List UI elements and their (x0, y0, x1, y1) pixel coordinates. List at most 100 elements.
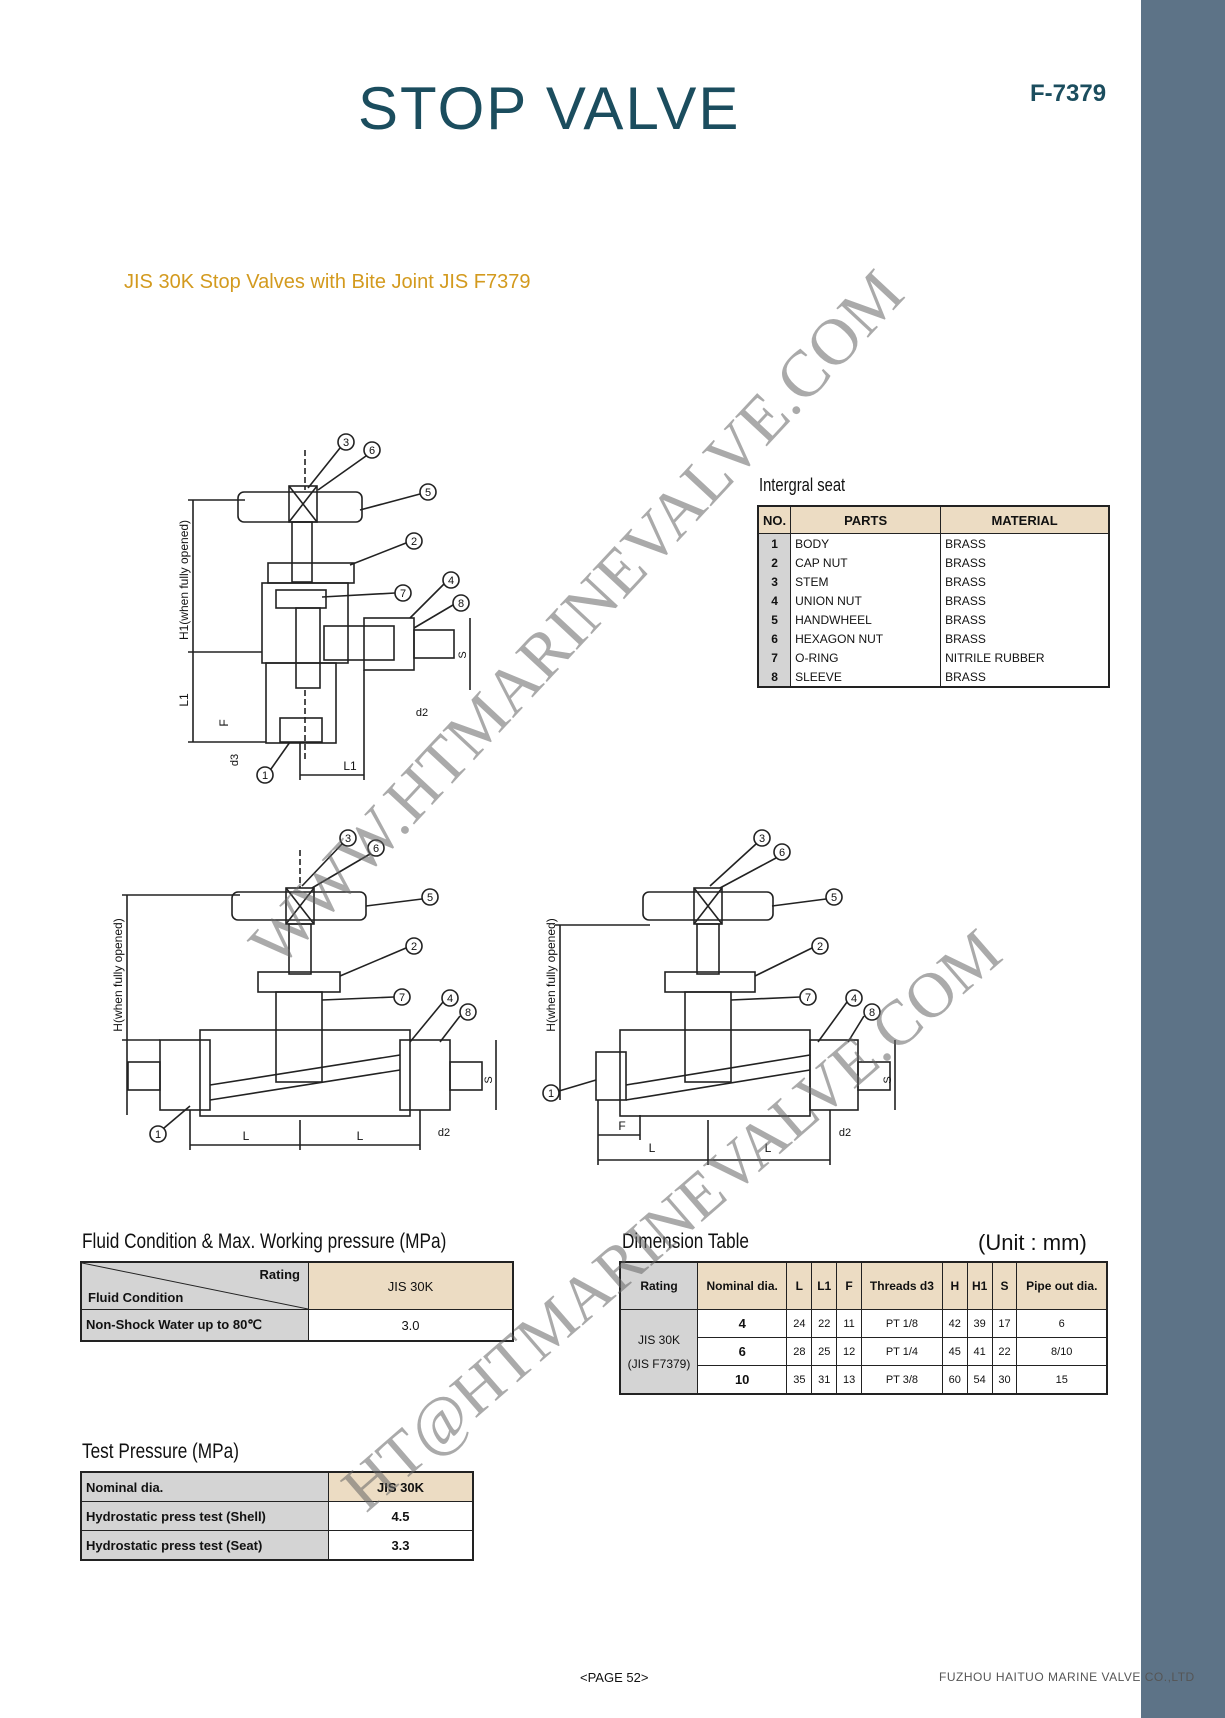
dim-label-s-mid: S (483, 1076, 495, 1083)
dim-label-l-bite-left: L (649, 1141, 656, 1155)
diagonal-line (82, 1263, 308, 1309)
balloon-top-5: 5 (425, 487, 431, 499)
dim-label-l-bite-right: L (765, 1141, 772, 1155)
table-row: JIS 30K (JIS F7379) 4 24 22 11 PT 1/8 42… (619, 1309, 1108, 1395)
part-name: O-RING (790, 648, 942, 667)
dim-cell: 12 (836, 1337, 863, 1366)
dim-header-pipe: Pipe out dia. (1016, 1261, 1108, 1310)
test-row-value: 3.3 (328, 1530, 474, 1561)
part-material: BRASS (940, 533, 1110, 553)
dim-cell: 10 (696, 1365, 788, 1395)
dim-header-nominal: Nominal dia. (696, 1261, 788, 1310)
part-name: HEXAGON NUT (790, 629, 942, 648)
part-name: HANDWHEEL (790, 610, 942, 629)
test-table-heading: Test Pressure (MPa) (82, 1440, 239, 1463)
dim-cell: 28 (786, 1337, 813, 1366)
part-no: 1 (757, 533, 792, 553)
globe-valve-drawing (122, 829, 497, 1150)
balloon-top-1: 1 (262, 770, 268, 782)
balloon-mid-7: 7 (399, 992, 405, 1004)
balloon-top-8: 8 (458, 598, 464, 610)
dim-header-h: H (941, 1261, 968, 1310)
dim-cell: 24 (786, 1309, 813, 1338)
balloon-right-7: 7 (805, 992, 811, 1004)
balloon-mid-2: 2 (411, 941, 417, 953)
dim-cell: 42 (941, 1309, 968, 1338)
dim-cell: 30 (991, 1365, 1018, 1395)
balloon-mid-5: 5 (427, 892, 433, 904)
balloon-top-3: 3 (343, 437, 349, 449)
dim-cell: 4 (696, 1309, 788, 1338)
part-material: BRASS (940, 553, 1110, 572)
dim-label-h1: H1(when fully opened) (177, 520, 191, 640)
dimension-table-heading: Dimension Table (622, 1230, 749, 1253)
dim-header-l1: L1 (811, 1261, 838, 1310)
fluid-table-heading: Fluid Condition & Max. Working pressure … (82, 1230, 447, 1253)
dim-label-l-left: L (243, 1129, 250, 1143)
part-name: CAP NUT (790, 553, 942, 572)
part-no: 6 (757, 629, 792, 648)
dim-cell: 45 (941, 1337, 968, 1366)
product-subtitle: JIS 30K Stop Valves with Bite Joint JIS … (124, 271, 531, 293)
balloon-right-8: 8 (869, 1007, 875, 1019)
part-no: 8 (757, 667, 792, 687)
dim-label-l1-vertical: L1 (177, 693, 191, 707)
parts-table-caption: Intergral seat (759, 475, 846, 495)
dim-rating-line-1: JIS 30K (637, 1332, 681, 1347)
parts-header-material: MATERIAL (940, 505, 1110, 534)
part-no: 5 (757, 610, 792, 629)
rating-value: JIS 30K (308, 1261, 514, 1310)
part-no: 2 (757, 553, 792, 572)
dim-cell: 54 (966, 1365, 993, 1395)
part-name: STEM (790, 572, 942, 591)
dimension-table: Rating Nominal dia. L L1 F Threads d3 H … (619, 1261, 1108, 1395)
dim-cell: 35 (786, 1365, 813, 1395)
balloon-top-2: 2 (411, 536, 417, 548)
balloon-right-2: 2 (817, 941, 823, 953)
part-no: 4 (757, 591, 792, 610)
product-code: F-7379 (1030, 80, 1107, 107)
test-header-label: Nominal dia. (80, 1471, 329, 1502)
diagonal-header-cell: Rating Fluid Condition (80, 1261, 309, 1310)
dim-label-s-top: S (457, 651, 469, 658)
fluid-row-value: 3.0 (308, 1309, 514, 1342)
dim-cell: 8/10 (1016, 1337, 1108, 1366)
dim-rating-cell: JIS 30K (JIS F7379) (619, 1309, 698, 1395)
dim-header-f: F (836, 1261, 863, 1310)
dim-cell: PT 1/4 (861, 1337, 943, 1366)
page-number: <PAGE 52> (580, 1670, 649, 1685)
fluid-condition-table: Rating Fluid Condition JIS 30K Non-Shock… (80, 1261, 514, 1342)
part-name: BODY (790, 533, 942, 553)
company-name: FUZHOU HAITUO MARINE VALVE CO.,LTD (939, 1670, 1195, 1684)
test-row-value: 4.5 (328, 1501, 474, 1531)
table-row: Hydrostatic press test (Shell) 4.5 (80, 1501, 474, 1531)
dim-cell: 25 (811, 1337, 838, 1366)
dim-cell: 60 (941, 1365, 968, 1395)
balloon-top-4: 4 (448, 575, 454, 587)
page-title: STOP VALVE (358, 75, 741, 142)
dim-header-l: L (786, 1261, 813, 1310)
dim-label-l-right: L (357, 1129, 364, 1143)
part-material: BRASS (940, 591, 1110, 610)
dimension-unit: (Unit : mm) (978, 1230, 1087, 1255)
dim-label-s-right: S (882, 1076, 894, 1083)
test-row-label: Hydrostatic press test (Shell) (80, 1501, 329, 1531)
dim-header-threads: Threads d3 (861, 1261, 943, 1310)
balloon-right-6: 6 (779, 847, 785, 859)
part-material: BRASS (940, 610, 1110, 629)
test-header-value: JIS 30K (328, 1471, 474, 1502)
part-name: UNION NUT (790, 591, 942, 610)
dim-label-d2-mid: d2 (438, 1127, 450, 1139)
balloon-top-6: 6 (369, 445, 375, 457)
parts-header-part: PARTS (790, 505, 942, 534)
balloon-mid-6: 6 (373, 843, 379, 855)
parts-header-no: NO. (757, 505, 792, 534)
balloon-right-4: 4 (851, 993, 857, 1005)
rating-label: Rating (259, 1267, 300, 1282)
